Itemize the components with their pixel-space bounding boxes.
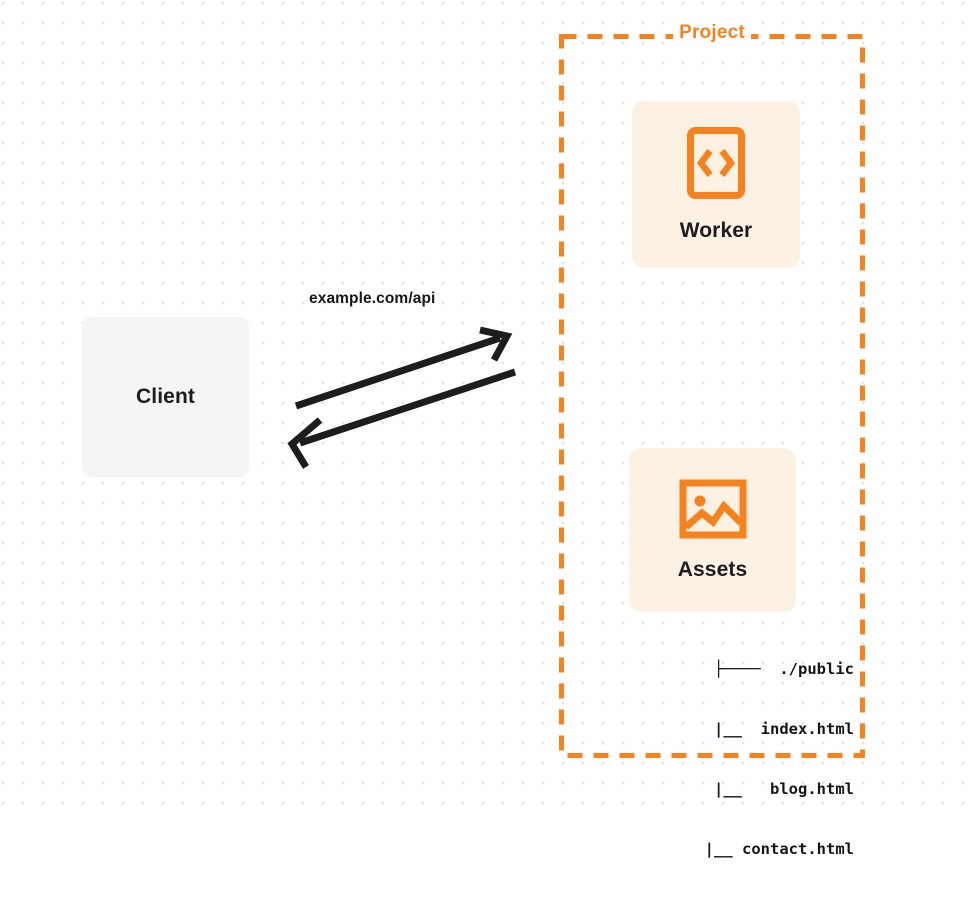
assets-card[interactable]: Assets bbox=[629, 448, 796, 612]
request-arrow bbox=[294, 326, 513, 410]
project-group: Project Worker Assets bbox=[559, 22, 865, 858]
project-group-label: Project bbox=[673, 22, 751, 44]
project-group-dashed-border bbox=[559, 34, 865, 758]
file-tree-row: |__ blog.html bbox=[686, 780, 854, 798]
file-tree-row: |__ contact.html bbox=[676, 840, 854, 858]
file-tree-row: |__ index.html bbox=[686, 720, 854, 738]
client-label: Client bbox=[136, 385, 195, 408]
image-icon bbox=[679, 479, 747, 544]
worker-card[interactable]: Worker bbox=[632, 101, 800, 268]
asset-file-tree: ├──── ./public |__ index.html |__ blog.h… bbox=[609, 619, 854, 899]
flow-label: example.com/api bbox=[309, 290, 436, 307]
file-tree-row: ├──── ./public bbox=[714, 660, 854, 678]
client-node[interactable]: Client bbox=[82, 317, 249, 477]
worker-label: Worker bbox=[679, 219, 753, 242]
response-arrow bbox=[287, 368, 517, 469]
diagram-canvas: Client example.com/api Project bbox=[0, 0, 980, 858]
assets-label: Assets bbox=[677, 557, 748, 581]
code-file-icon bbox=[686, 126, 746, 205]
